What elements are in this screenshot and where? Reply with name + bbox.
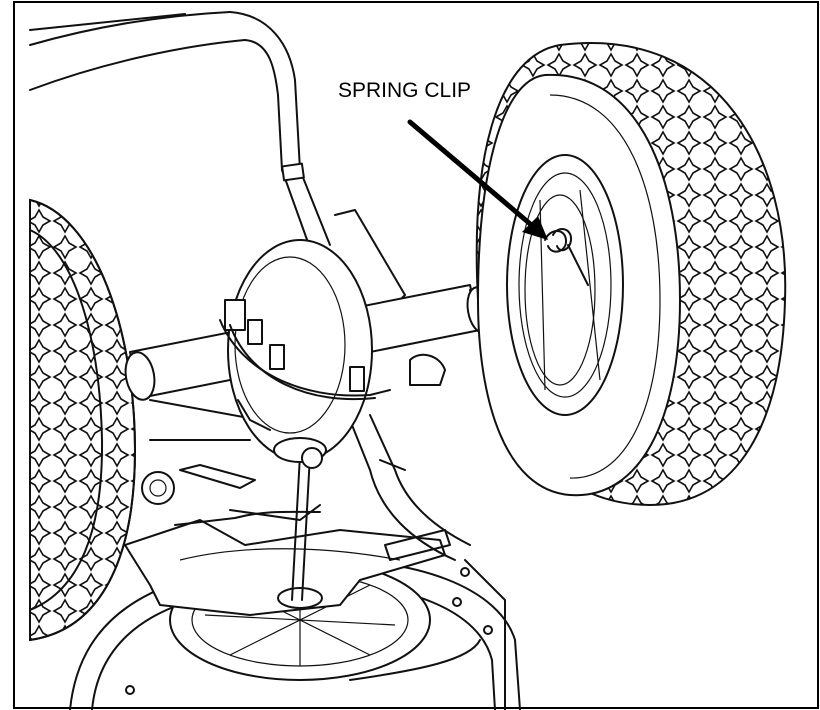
spring-clip bbox=[544, 228, 589, 286]
left-wheel bbox=[29, 198, 137, 642]
gearbox bbox=[219, 239, 391, 469]
right-wheel bbox=[475, 42, 787, 507]
agitator-shaft bbox=[291, 454, 311, 601]
spreader-plate bbox=[124, 464, 451, 616]
callout-label: SPRING CLIP bbox=[338, 79, 471, 102]
callout-arrow bbox=[407, 119, 548, 240]
figure-border bbox=[13, 1, 819, 709]
lower-frame bbox=[349, 414, 471, 561]
